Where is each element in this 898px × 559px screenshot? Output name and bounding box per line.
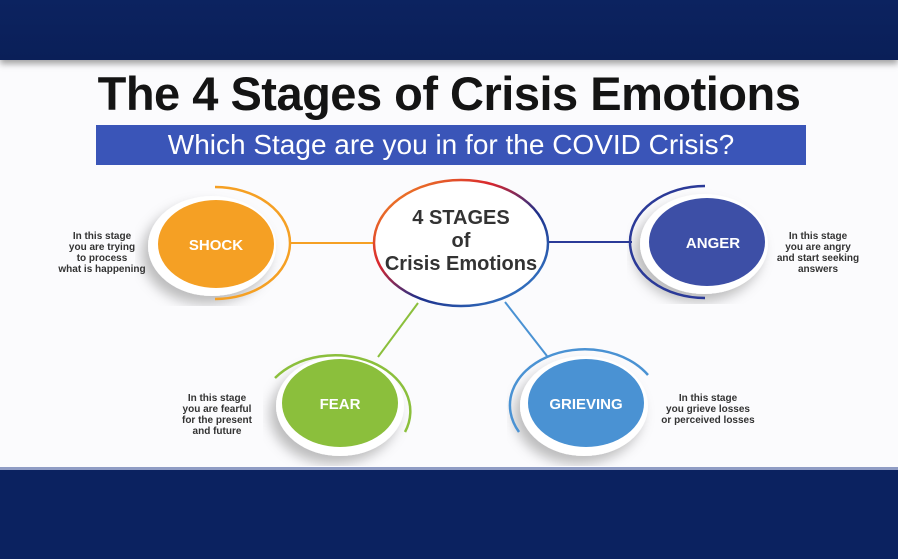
desc-line: and future <box>192 426 242 437</box>
stage-label-grieving: GRIEVING <box>549 396 622 413</box>
desc-line: to process <box>76 253 128 264</box>
stage-node-anger <box>628 184 768 300</box>
anger-description: In this stage you are angry and start se… <box>773 231 863 275</box>
page-title: The 4 Stages of Crisis Emotions <box>97 67 801 120</box>
desc-line: In this stage <box>72 231 132 242</box>
center-line1: 4 STAGES <box>412 207 509 229</box>
desc-line: for the present <box>181 415 252 426</box>
center-node <box>372 178 550 308</box>
desc-line: answers <box>797 264 839 275</box>
fear-description: In this stage you are fearful for the pr… <box>172 393 262 437</box>
connector-fear <box>377 302 419 358</box>
stage-node-grieving <box>508 348 649 456</box>
desc-line: or perceived losses <box>661 415 755 426</box>
grieving-description: In this stage you grieve losses or perce… <box>658 393 758 426</box>
stage-node-fear <box>274 354 412 456</box>
stage-node-shock <box>148 185 292 301</box>
desc-line: you are angry <box>785 242 851 253</box>
desc-line: In this stage <box>678 393 738 404</box>
bottom-banner-bar <box>0 467 898 559</box>
desc-line: you are fearful <box>182 404 252 415</box>
desc-line: you are trying <box>68 242 136 253</box>
connector-grieving <box>504 301 548 357</box>
desc-line: In this stage <box>187 393 247 404</box>
center-line3: Crisis Emotions <box>385 253 537 275</box>
top-banner-bar <box>0 0 898 60</box>
subtitle-banner: Which Stage are you in for the COVID Cri… <box>96 125 806 165</box>
desc-line: you grieve losses <box>666 404 750 415</box>
stage-label-anger: ANGER <box>686 235 740 252</box>
stage-label-fear: FEAR <box>320 396 361 413</box>
shock-description: In this stage you are trying to process … <box>50 231 154 275</box>
desc-line: what is happening <box>58 264 146 275</box>
stage-label-shock: SHOCK <box>189 237 243 254</box>
desc-line: In this stage <box>788 231 848 242</box>
desc-line: and start seeking <box>776 253 860 264</box>
center-line2: of <box>452 230 471 252</box>
